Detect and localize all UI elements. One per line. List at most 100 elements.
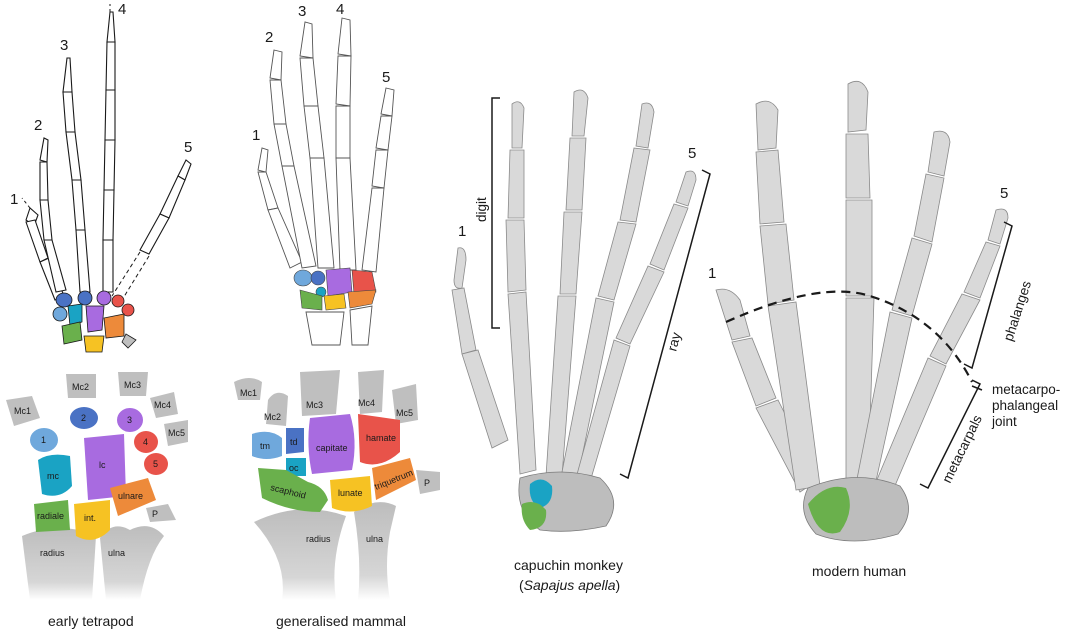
tetrapod-carpal-3 xyxy=(117,408,143,432)
tetrapod-label-mc5: Mc5 xyxy=(168,428,185,438)
tetrapod-mc-shape xyxy=(38,454,72,496)
tetrapod-digit-2 xyxy=(39,137,67,293)
mammal-tm-shape xyxy=(252,431,282,459)
tetrapod-label-int: int. xyxy=(84,513,96,523)
mammal-label-capitate: capitate xyxy=(316,443,348,453)
mammal-digit-5 xyxy=(361,87,395,273)
tetrapod-carpal-schematic xyxy=(6,372,188,600)
tetrapod-digit-number-4: 4 xyxy=(118,1,126,18)
human-joint-label-line3: joint xyxy=(991,414,1017,429)
mammal-radius-shape xyxy=(254,509,346,600)
tetrapod-label-1: 1 xyxy=(41,435,46,445)
tetrapod-digit-number-3: 3 xyxy=(60,37,68,54)
mammal-label-td: td xyxy=(290,437,298,447)
caption-generalised-mammal: generalised mammal xyxy=(276,613,406,629)
tetrapod-label-mc3: Mc3 xyxy=(124,380,141,390)
mammal-label-lunate: lunate xyxy=(338,488,363,498)
mammal-mc2-shape xyxy=(266,392,288,426)
tetrapod-digit-4 xyxy=(102,4,116,293)
mammal-mc4-shape xyxy=(358,370,384,414)
tetrapod-label-ulna: ulna xyxy=(108,548,125,558)
mammal-digit-number-5: 5 xyxy=(382,69,390,86)
mammal-triquetrum-shape xyxy=(372,458,416,500)
human-highlight-green xyxy=(808,486,850,534)
tetrapod-digit-3 xyxy=(62,57,91,293)
tetrapod-label-mc2: Mc2 xyxy=(72,382,89,392)
mammal-ulna-shape xyxy=(354,502,396,600)
caption-early-tetrapod: early tetrapod xyxy=(48,613,134,629)
tetrapod-mc5-shape xyxy=(164,420,188,446)
human-metacarpals-bracket xyxy=(919,379,982,490)
tetrapod-carpal-1 xyxy=(30,428,58,452)
tetrapod-label-2: 2 xyxy=(81,413,86,423)
mammal-lunate-shape xyxy=(330,476,372,512)
mammal-digit-1 xyxy=(257,147,303,269)
capuchin-highlight-blue xyxy=(529,479,553,508)
tetrapod-carpal-2 xyxy=(70,407,98,429)
mammal-label-mc1: Mc1 xyxy=(240,388,257,398)
mammal-td-shape xyxy=(286,428,304,454)
mammal-label-ulna: ulna xyxy=(366,534,383,544)
tetrapod-digit-number-1: 1 xyxy=(10,191,18,208)
tetrapod-label-ulnare: ulnare xyxy=(118,491,143,501)
human-phalanges-label: phalanges xyxy=(1001,279,1035,343)
capuchin-highlight-green xyxy=(521,502,547,530)
capuchin-digit-bracket xyxy=(491,97,500,329)
caption-capuchin-species-name: Sapajus apella xyxy=(524,577,616,593)
tetrapod-label-radius: radius xyxy=(40,548,65,558)
mammal-scaphoid-shape xyxy=(258,468,328,512)
human-joint-label-line1: metacarpo- xyxy=(992,382,1060,397)
tetrapod-ulnare-shape xyxy=(110,478,156,516)
caption-capuchin-monkey: capuchin monkey xyxy=(514,557,623,573)
tetrapod-mc2-shape xyxy=(66,374,96,398)
tetrapod-carpals xyxy=(52,290,137,353)
tetrapod-label-mc1: Mc1 xyxy=(14,406,31,416)
mammal-digit-number-2: 2 xyxy=(265,29,273,46)
capuchin-ray-bracket xyxy=(619,169,711,480)
tetrapod-label-lc: lc xyxy=(99,460,106,470)
human-phalanges-bracket xyxy=(963,221,1013,370)
mammal-digit-2 xyxy=(269,49,317,269)
mammal-carpals xyxy=(293,267,377,311)
tetrapod-label-5: 5 xyxy=(153,459,158,469)
mammal-label-tm: tm xyxy=(260,441,270,451)
tetrapod-radiale-shape xyxy=(34,500,70,532)
mammal-oc-shape xyxy=(286,458,306,476)
tetrapod-digit-number-5: 5 xyxy=(184,139,192,156)
mammal-mc5-shape xyxy=(392,384,418,424)
tetrapod-label-mc4: Mc4 xyxy=(154,400,171,410)
mammal-mc1-shape xyxy=(234,378,262,400)
human-metacarpals-label: metacarpals xyxy=(939,412,985,485)
tetrapod-mc4-shape xyxy=(150,392,178,418)
mammal-hamate-shape xyxy=(358,414,400,465)
human-joint-label-line2: phalangeal xyxy=(992,398,1058,413)
capuchin-digit-number-5: 5 xyxy=(688,145,696,162)
mammal-label-hamate: hamate xyxy=(366,433,396,443)
mammal-p-shape xyxy=(416,470,440,494)
capuchin-digit-number-1: 1 xyxy=(458,223,466,240)
mammal-digit-4 xyxy=(335,17,357,271)
tetrapod-digit-5 xyxy=(111,159,192,301)
mammal-capitate-shape xyxy=(308,414,355,474)
mammal-carpal-schematic xyxy=(234,370,440,600)
tetrapod-schematic-labels: Mc1 Mc2 Mc3 Mc4 Mc5 1 2 3 4 5 mc lc radi… xyxy=(14,380,185,558)
mammal-label-mc3: Mc3 xyxy=(306,400,323,410)
tetrapod-hand-drawing xyxy=(21,4,192,353)
tetrapod-label-mc: mc xyxy=(47,471,59,481)
mammal-mc3-shape xyxy=(300,370,340,416)
caption-capuchin-species: (Sapajus apella) xyxy=(519,577,620,593)
mammal-label-p: P xyxy=(424,478,430,488)
human-joint-leader xyxy=(971,385,983,391)
human-hand-model xyxy=(715,80,1009,542)
mammal-digit-number-1: 1 xyxy=(252,127,260,144)
human-mcp-joint-arc xyxy=(725,290,973,383)
capuchin-hand-model xyxy=(451,89,697,532)
capuchin-ray-label: ray xyxy=(664,331,683,353)
caption-modern-human: modern human xyxy=(812,563,906,579)
tetrapod-mc3-shape xyxy=(118,372,148,396)
tetrapod-carpal-5 xyxy=(144,453,168,475)
mammal-label-radius: radius xyxy=(306,534,331,544)
human-digit-number-1: 1 xyxy=(708,265,716,282)
mammal-label-mc5: Mc5 xyxy=(396,408,413,418)
